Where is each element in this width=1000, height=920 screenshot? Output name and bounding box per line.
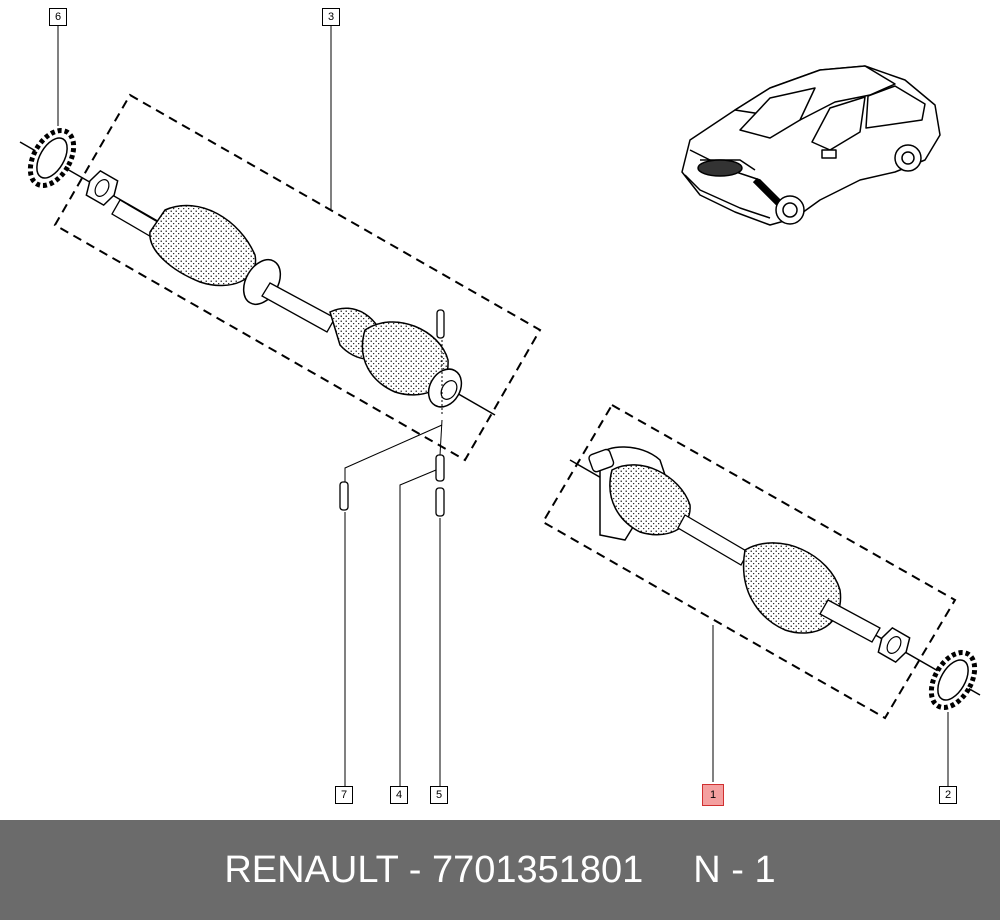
callout-6: 6	[49, 8, 67, 26]
leader-lines	[57, 26, 949, 786]
hub-nut-upper	[85, 169, 119, 207]
car-illustration	[681, 65, 941, 226]
part-number-label: RENAULT - 7701351801	[224, 848, 644, 891]
toothed-ring-upper	[27, 128, 77, 188]
toothed-ring-lower	[928, 650, 978, 710]
quantity-label: N - 1	[693, 848, 776, 891]
callout-1-highlighted[interactable]: 1	[702, 784, 724, 806]
callout-2: 2	[939, 786, 957, 804]
footer-bar: RENAULT - 7701351801 N - 1	[0, 820, 1000, 920]
callout-5: 5	[430, 786, 448, 804]
callout-4: 4	[390, 786, 408, 804]
exploded-parts-diagram	[19, 26, 981, 786]
callout-3: 3	[322, 8, 340, 26]
driveshaft-assembly-lower	[541, 403, 981, 720]
callout-7: 7	[335, 786, 353, 804]
roll-pins	[339, 454, 445, 517]
driveshaft-assembly-upper	[19, 93, 542, 462]
